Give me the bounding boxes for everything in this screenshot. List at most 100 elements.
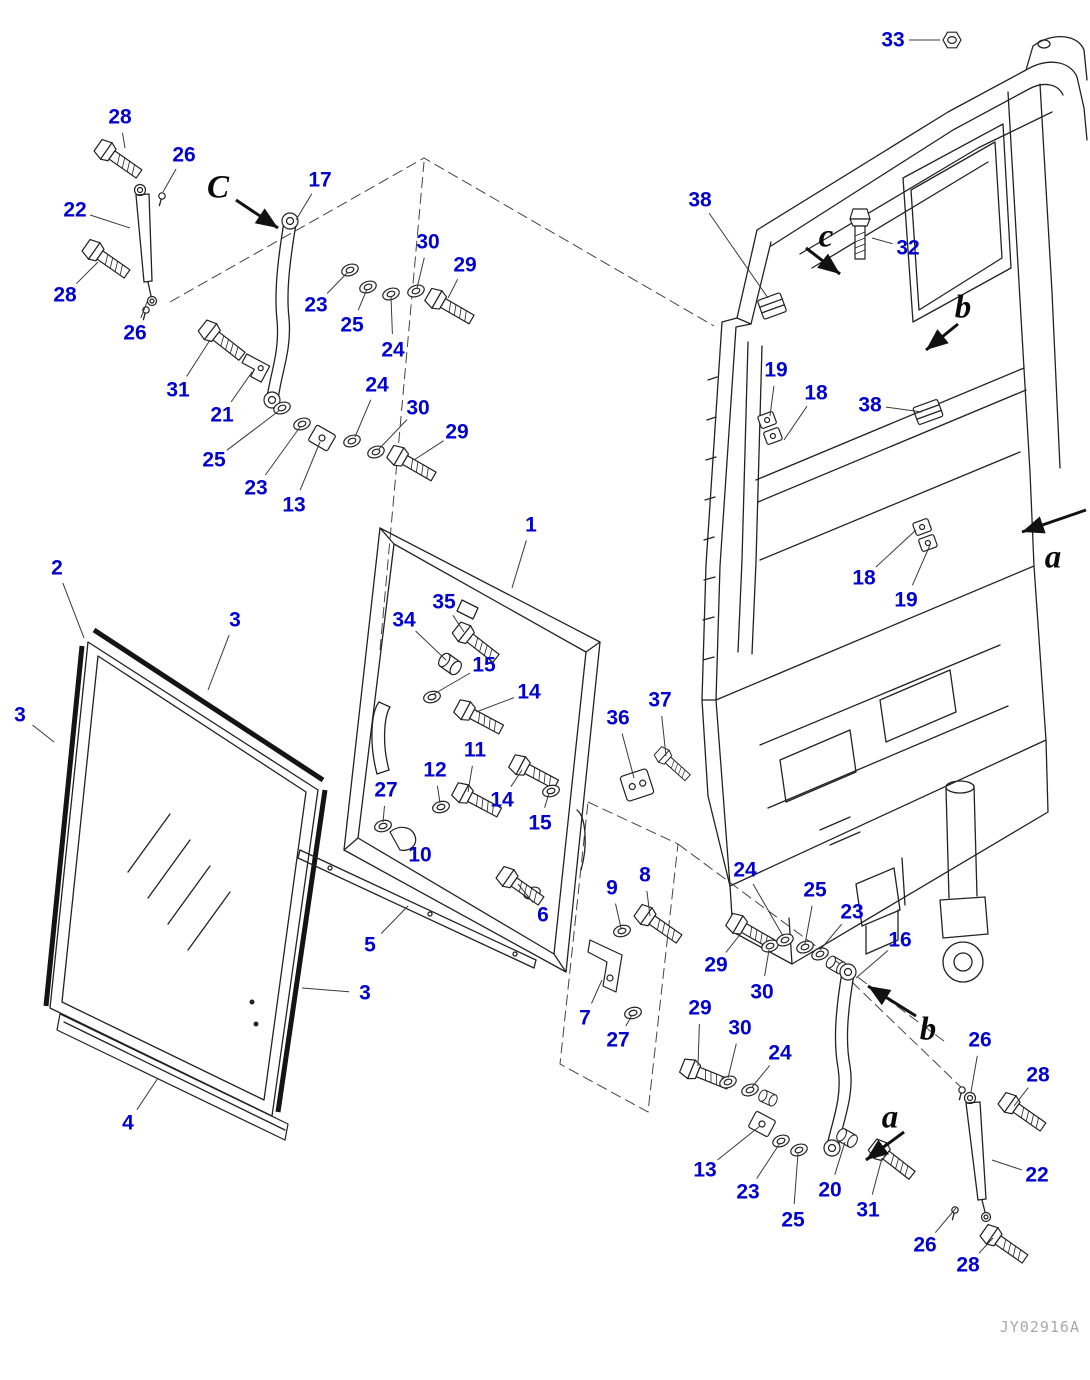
washer-part [357, 278, 379, 296]
leader-line [415, 630, 447, 661]
leader-line [855, 950, 889, 979]
leader-line [756, 1142, 781, 1179]
washer-part [739, 1081, 761, 1099]
leader-line [436, 785, 441, 804]
leader-line [511, 540, 527, 589]
leader-line [354, 399, 372, 438]
leader-line [186, 339, 211, 377]
leader-line [452, 615, 465, 633]
leader-line [934, 1207, 957, 1234]
glass-top-trim [92, 627, 325, 783]
leader-line [804, 905, 813, 945]
leader-line [207, 634, 230, 691]
leader-line [751, 1065, 771, 1088]
leader-line [615, 903, 622, 929]
leader-line [783, 405, 808, 441]
washer-part [809, 945, 831, 963]
leader-line [625, 1014, 633, 1027]
leader-line [911, 544, 931, 586]
leader-line [991, 1159, 1022, 1171]
leader-line [230, 371, 253, 403]
gas-spring-upper [133, 183, 158, 307]
hinge-arm-lower [823, 963, 857, 1157]
hinge-arm-upper [263, 212, 299, 409]
stopper-part [389, 826, 417, 851]
leader-line [32, 724, 55, 743]
nut-part [942, 31, 962, 49]
leader-line [326, 271, 349, 294]
leader-line [1013, 1087, 1029, 1107]
ball-stud-part [948, 1205, 960, 1222]
glass-dot [249, 999, 255, 1005]
leader-line [136, 1077, 159, 1110]
leader-line [725, 931, 743, 953]
leader-line [661, 715, 667, 757]
washer-part [405, 282, 427, 300]
leader-line [510, 769, 523, 787]
leader-line [621, 733, 635, 779]
leader-line [819, 923, 843, 951]
leader-line [75, 261, 99, 285]
leader-line [752, 883, 784, 937]
leader-line [377, 419, 408, 451]
leader-line [646, 890, 651, 917]
hinge-bracket-part [748, 1110, 776, 1138]
leader-line [871, 237, 893, 245]
bolt-part [195, 317, 249, 365]
leader-line [447, 278, 459, 299]
glass-dot [253, 1021, 259, 1027]
bushing-part [756, 1088, 780, 1108]
leader-line [764, 949, 770, 977]
leader-line [301, 987, 350, 993]
leader-line [517, 883, 534, 903]
leader-line [467, 765, 473, 793]
leader-line [727, 1043, 737, 1079]
washer-part [770, 1132, 792, 1150]
leader-line [885, 406, 923, 413]
leader-line [380, 905, 409, 934]
view-arrow [867, 984, 917, 1018]
leader-line [122, 132, 126, 149]
gas-spring-lower [963, 1091, 992, 1223]
leader-line [591, 979, 603, 1004]
leader-line [226, 409, 281, 451]
leader-line [382, 805, 385, 823]
bolt-part [422, 285, 478, 329]
catch-part [619, 768, 655, 802]
frame-grip [371, 701, 391, 775]
glass-bottom-rail [56, 1013, 289, 1141]
striker-part [757, 292, 787, 320]
leader-line [769, 385, 775, 417]
washer-part [365, 443, 387, 461]
leader-line [875, 529, 917, 568]
leader-line [978, 1237, 994, 1254]
leader-line [90, 214, 131, 229]
bolt-part [995, 1089, 1050, 1136]
washer-part [788, 1141, 810, 1159]
leader-line [299, 441, 321, 491]
bolt-part [977, 1221, 1032, 1268]
ball-stud-part [155, 191, 167, 208]
leader-line [793, 1152, 799, 1205]
bolt-part [449, 779, 505, 822]
leader-line [390, 296, 393, 335]
frame-grip-right [576, 809, 586, 871]
washer-part [611, 922, 633, 940]
washer-part [540, 782, 562, 800]
leader-line [357, 288, 368, 311]
leader-line [162, 168, 177, 193]
bolt-part [91, 136, 146, 183]
view-arrow [865, 1130, 905, 1162]
bolt-part [631, 901, 686, 948]
leader-line [62, 582, 85, 639]
leader-line [970, 1055, 978, 1093]
washer-part [622, 1004, 644, 1022]
window-frame [343, 527, 601, 973]
cab-frame [701, 35, 1088, 983]
leader-line [140, 296, 150, 319]
view-arrow [1021, 508, 1087, 534]
view-arrow [805, 246, 841, 276]
leader-lines-layer [32, 39, 1087, 1254]
leader-line [264, 426, 301, 476]
